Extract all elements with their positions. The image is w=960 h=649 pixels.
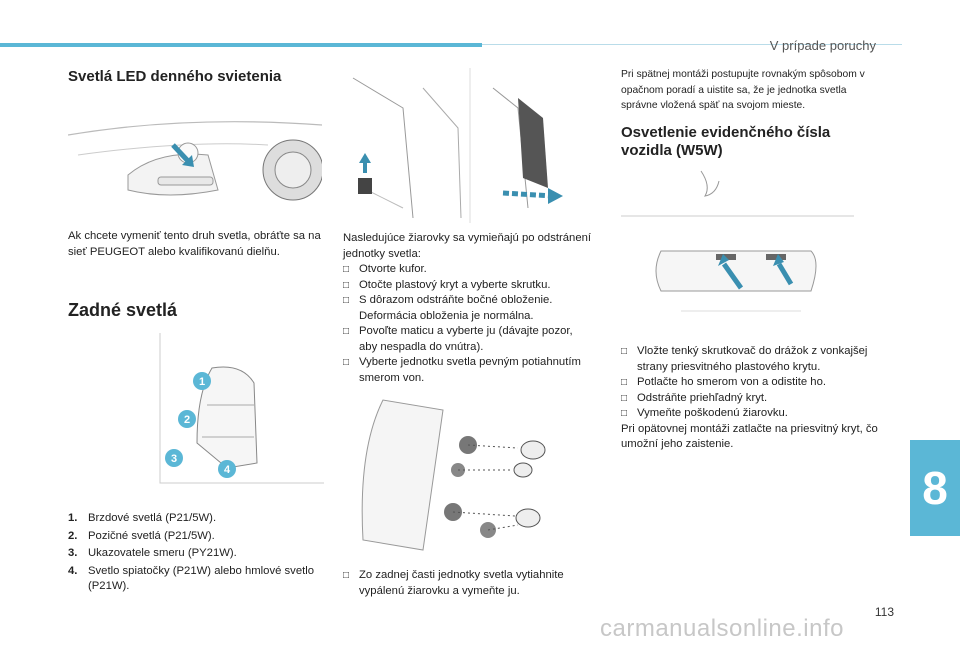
heading-led-daytime: Svetlá LED denného svietenia: [68, 68, 282, 85]
rear-lights-list: 1.Brzdové svetlá (P21/5W). 2.Pozičné sve…: [68, 511, 318, 597]
figure-trunk-trim-removal: [343, 68, 599, 223]
list-item: 3.Ukazovatele smeru (PY21W).: [68, 547, 237, 559]
step-item: Zo zadnej časti jednotky svetla vytiahni…: [343, 568, 593, 599]
steps-intro: Nasledujúce žiarovky sa vymieňajú po ods…: [343, 232, 592, 260]
step-item: S dôrazom odstráňte bočné obloženie. Def…: [343, 293, 593, 324]
list-item: 2.Pozičné svetlá (P21/5W).: [68, 529, 215, 542]
header-rule: [482, 44, 902, 45]
heading-plate-light: Osvetlenie evidenčného čísla vozidla (W5…: [621, 124, 831, 159]
step-item: Vložte tenký skrutkovač do drážok z vonk…: [621, 344, 883, 375]
led-text: Ak chcete vymeniť tento druh svetla, obr…: [68, 230, 321, 258]
plate-steps: Vložte tenký skrutkovač do drážok z vonk…: [621, 344, 883, 453]
trunk-steps: Nasledujúce žiarovky sa vymieňajú po ods…: [343, 231, 593, 386]
step-item: Vyberte jednotku svetla pevným potiahnut…: [343, 355, 593, 386]
callout-2: 2: [184, 414, 190, 426]
step-item: Povoľte maticu a vyberte ju (dávajte poz…: [343, 324, 593, 355]
step-item: Potlačte ho smerom von a odistite ho.: [621, 375, 883, 391]
callout-1: 1: [199, 376, 205, 388]
reassembly-text: Pri spätnej montáži postupujte rovnakým …: [621, 69, 865, 111]
step-item: Odstráňte priehľadný kryt.: [621, 391, 883, 407]
list-item: 4.Svetlo spiatočky (P21W) alebo hmlové s…: [68, 564, 315, 593]
figure-plate-light: [621, 166, 854, 331]
callout-4: 4: [224, 464, 231, 476]
step-item: Otočte plastový kryt a vyberte skrutku.: [343, 278, 593, 294]
bulb-step: Zo zadnej časti jednotky svetla vytiahni…: [343, 568, 593, 599]
figure-bulb-removal: [343, 390, 599, 558]
plate-final: Pri opätovnej montáži zatlačte na priesv…: [621, 422, 878, 451]
watermark: carmanualsonline.info: [600, 615, 844, 642]
page-number: 113: [874, 605, 894, 619]
section-title: V prípade poruchy: [769, 38, 876, 53]
chapter-tab: 8: [910, 440, 960, 536]
heading-rear-lights: Zadné svetlá: [68, 300, 178, 320]
step-item: Vymeňte poškodenú žiarovku.: [621, 406, 883, 422]
step-item: Otvorte kufor.: [343, 262, 593, 278]
list-item: 1.Brzdové svetlá (P21/5W).: [68, 512, 217, 524]
header-accent-bar: [0, 43, 482, 47]
figure-rear-light-unit: 1 2 3 4: [142, 333, 324, 493]
figure-led-daytime-light: [68, 95, 322, 213]
callout-3: 3: [171, 453, 177, 465]
